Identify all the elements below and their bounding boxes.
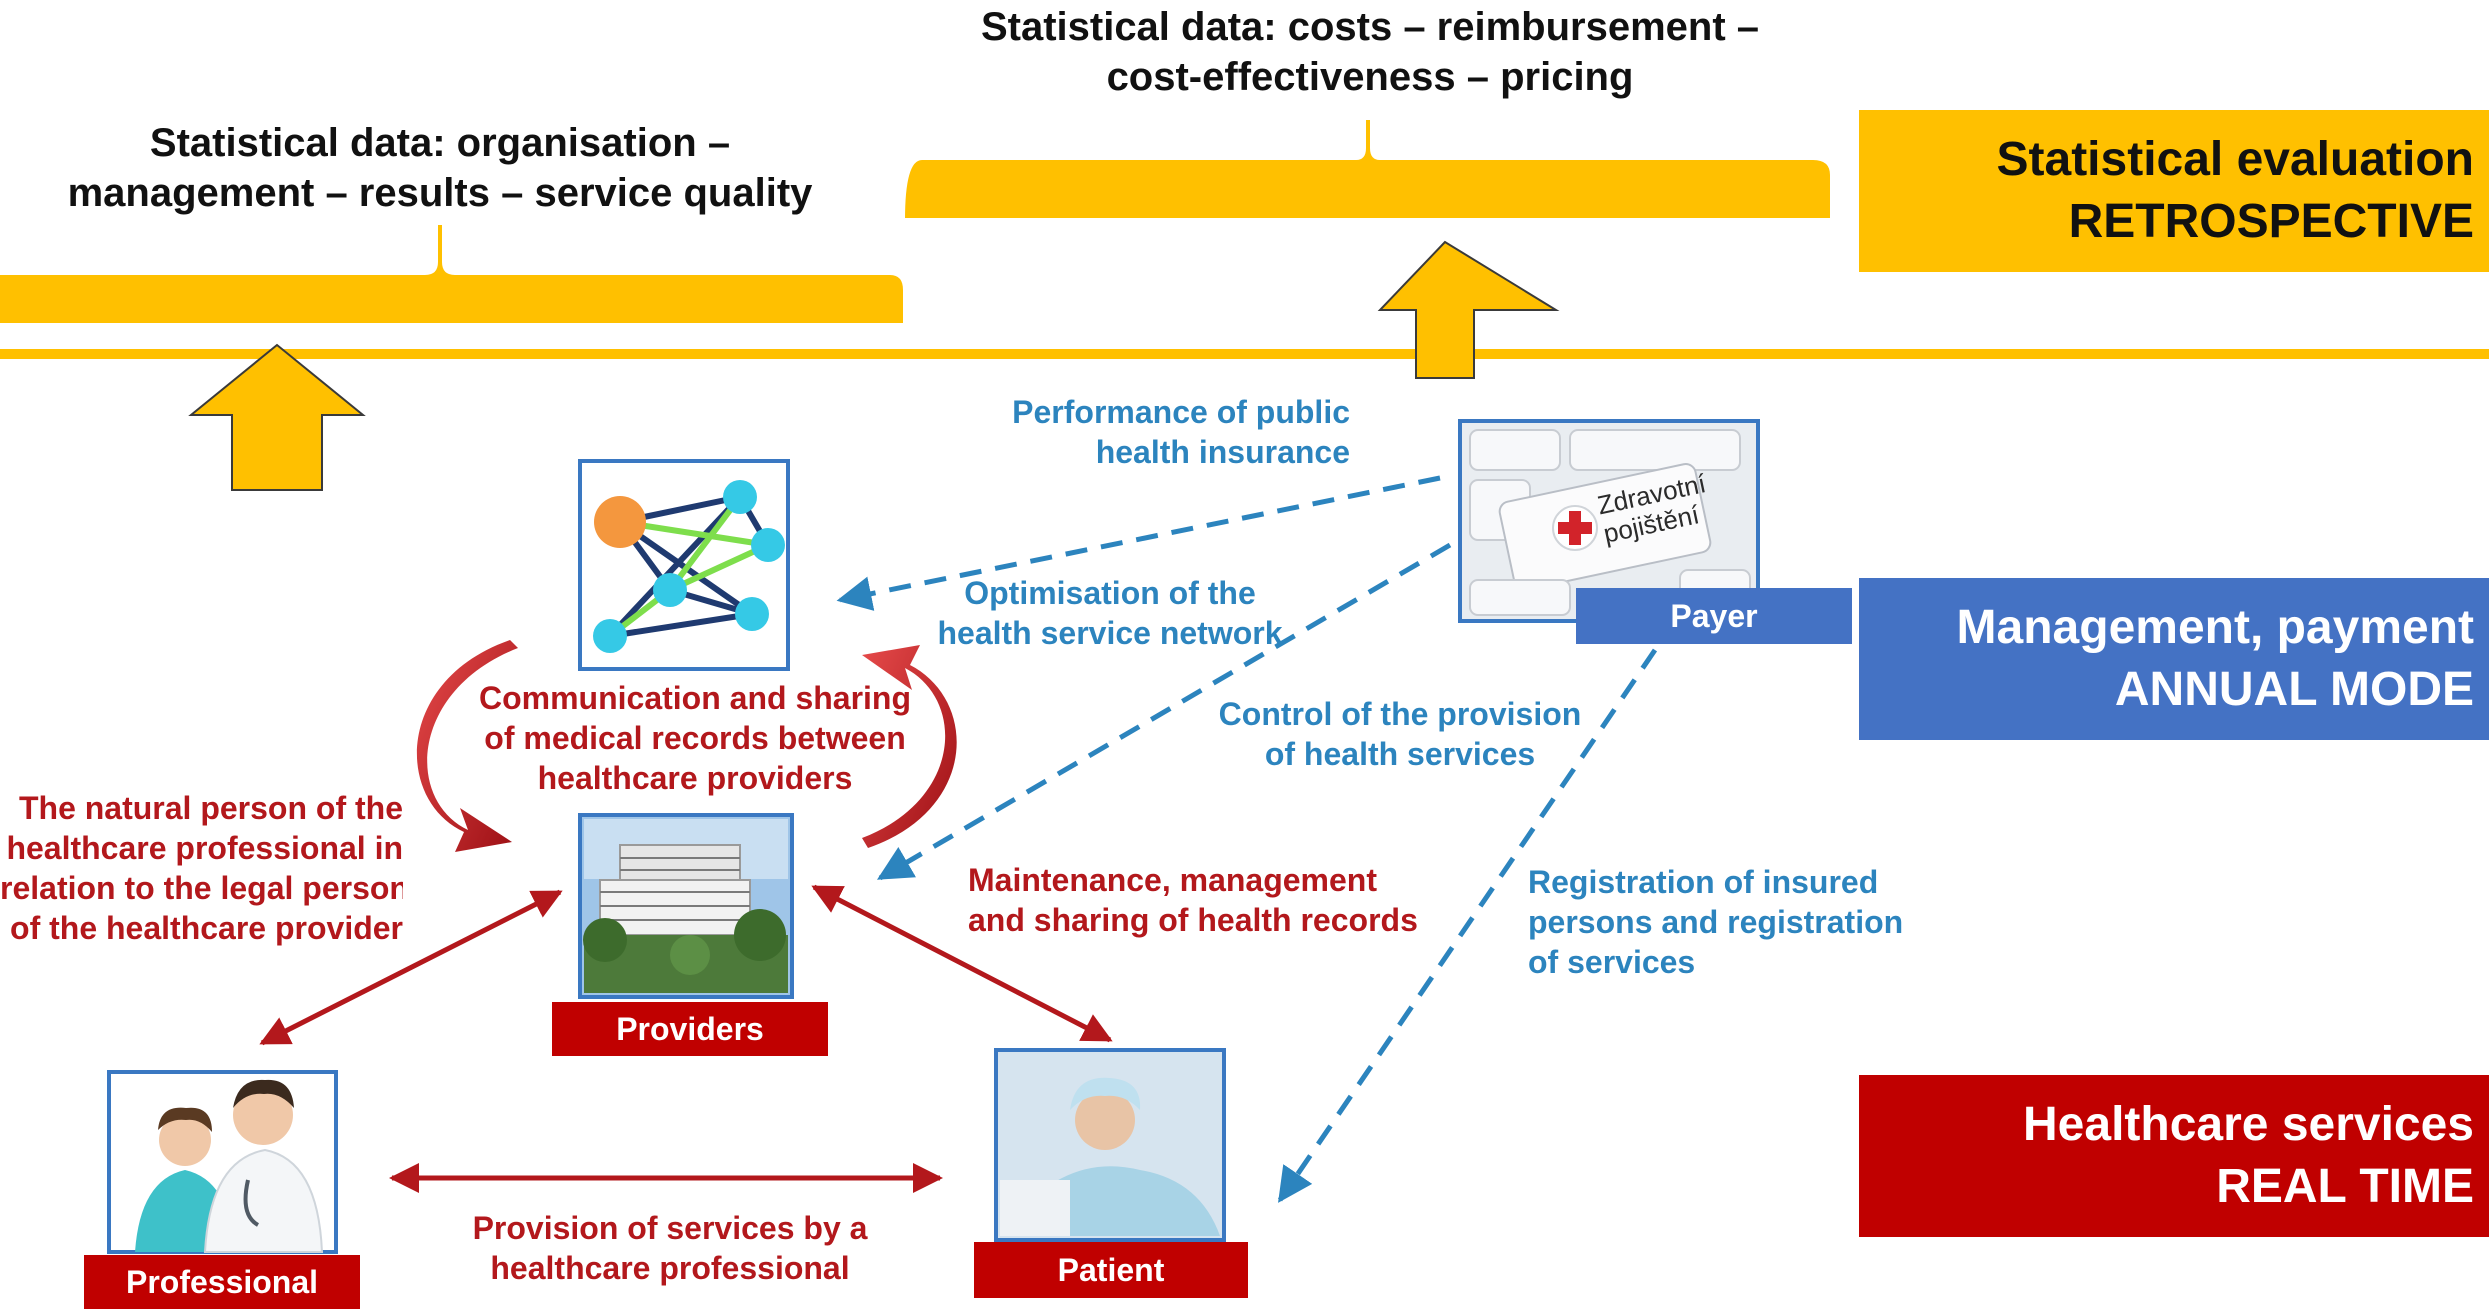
registration-label-line-2: persons and registration [1528, 904, 1904, 940]
provision-label-line-2: healthcare professional [490, 1250, 850, 1286]
sharing-curve-left [416, 640, 518, 852]
natural-person-label: The natural person of the healthcare pro… [0, 788, 403, 948]
registration-label: Registration of insured persons and regi… [1528, 862, 1988, 982]
natural-person-line-1: The natural person of the [18, 790, 403, 826]
costs-statistics-line-2: cost-effectiveness – pricing [1106, 55, 1634, 99]
natural-person-line-2: healthcare professional in [6, 830, 403, 866]
communication-label: Communication and sharing of medical rec… [455, 678, 935, 798]
hospital-building-image [578, 813, 794, 999]
healthcare-services-panel: Healthcare services REAL TIME [1859, 1075, 2489, 1237]
management-payment-panel: Management, payment ANNUAL MODE [1859, 578, 2489, 740]
network-graph-icon [578, 459, 790, 671]
control-label-line-2: of health services [1264, 736, 1536, 772]
performance-label-line-1: Performance of public [1012, 394, 1350, 430]
timeline-divider [0, 349, 2489, 359]
control-label-line-1: Control of the provision [1218, 696, 1582, 732]
statistical-evaluation-mode: RETROSPECTIVE [2068, 195, 2474, 248]
performance-label: Performance of public health insurance [900, 392, 1350, 472]
communication-label-line-3: healthcare providers [537, 760, 853, 796]
insurance-keyboard-image [1458, 419, 1760, 623]
professional-provider-arrow [259, 889, 563, 1046]
optimisation-label-line-1: Optimisation of the [964, 575, 1256, 611]
costs-brace [905, 120, 1830, 220]
up-arrow-left [188, 343, 366, 491]
patient-photo [994, 1048, 1226, 1242]
optimisation-label-line-2: health service network [937, 615, 1283, 651]
provision-label-line-1: Provision of services by a [472, 1210, 868, 1246]
management-payment-mode: ANNUAL MODE [2114, 663, 2474, 716]
registration-label-line-3: of services [1528, 944, 1696, 980]
payer-label: Payer [1576, 588, 1852, 644]
registration-flow-arrow [1277, 648, 1658, 1203]
patient-label: Patient [974, 1242, 1248, 1298]
management-payment-title: Management, payment [1956, 600, 2474, 654]
communication-label-line-1: Communication and sharing [478, 680, 912, 716]
natural-person-line-4: of the healthcare provider [10, 910, 403, 946]
professional-label: Professional [84, 1255, 360, 1309]
professional-photo [107, 1070, 338, 1254]
performance-label-line-2: health insurance [1095, 434, 1350, 470]
costs-statistics-label: Statistical data: costs – reimbursement … [880, 2, 1860, 102]
statistical-evaluation-panel: Statistical evaluation RETROSPECTIVE [1859, 110, 2489, 272]
control-flow-arrow [876, 542, 1452, 881]
healthcare-services-title: Healthcare services [2023, 1097, 2474, 1151]
organisation-statistics-label: Statistical data: organisation – managem… [20, 118, 860, 218]
organisation-statistics-line-1: Statistical data: organisation – [149, 121, 731, 165]
maintenance-label-line-1: Maintenance, management [968, 862, 1377, 898]
up-arrow-right [1377, 240, 1560, 379]
sharing-curve-right [862, 645, 957, 848]
maintenance-label: Maintenance, management and sharing of h… [968, 860, 1448, 940]
communication-label-line-2: of medical records between [484, 720, 906, 756]
providers-label: Providers [552, 1002, 828, 1056]
control-label: Control of the provision of health servi… [1180, 694, 1620, 774]
natural-person-line-3: relation to the legal person [0, 870, 403, 906]
registration-label-line-1: Registration of insured [1528, 864, 1879, 900]
organisation-brace [0, 225, 903, 323]
provision-label: Provision of services by a healthcare pr… [440, 1208, 900, 1288]
organisation-statistics-line-2: management – results – service quality [67, 171, 813, 215]
optimisation-label: Optimisation of the health service netwo… [910, 573, 1310, 653]
statistical-evaluation-title: Statistical evaluation [1996, 132, 2475, 186]
provider-patient-arrow [811, 884, 1113, 1043]
performance-flow-arrow [836, 475, 1441, 611]
costs-statistics-line-1: Statistical data: costs – reimbursement … [980, 5, 1760, 49]
maintenance-label-line-2: and sharing of health records [968, 902, 1418, 938]
healthcare-services-mode: REAL TIME [2216, 1160, 2474, 1213]
